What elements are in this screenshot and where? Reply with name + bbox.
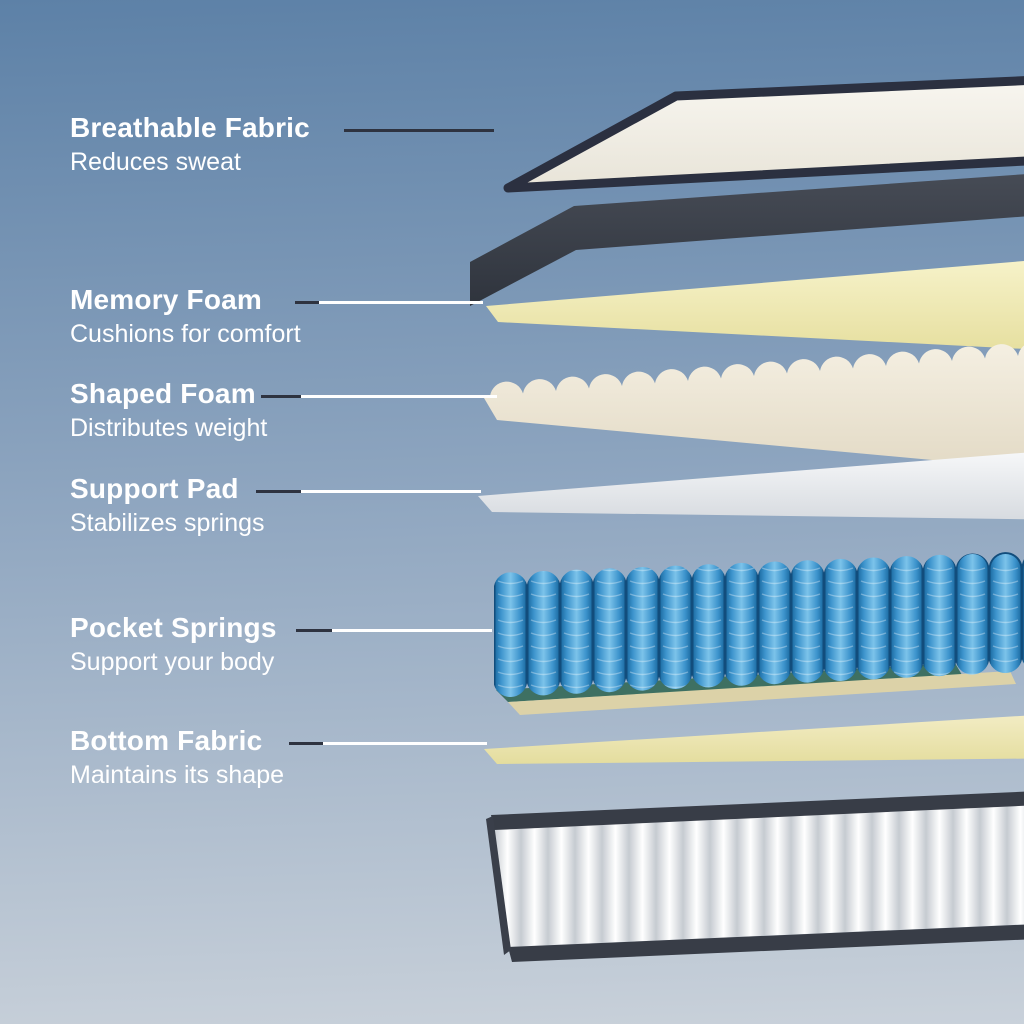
layer-subtitle: Support your body (70, 648, 275, 677)
breathable-fabric-layer (503, 76, 1024, 193)
label-bottom-fabric: Bottom Fabric Maintains its shape (70, 725, 284, 790)
support-pad-shape (478, 452, 1024, 520)
connector-line-breathable-fabric (344, 129, 494, 132)
layer-title: Memory Foam (70, 284, 263, 315)
connector-line-memory-foam (295, 301, 483, 304)
left-corner-edge (486, 816, 511, 955)
bottom-trim-band (508, 924, 1024, 962)
bottom-fabric-shape (484, 715, 1024, 764)
label-shaped-foam: Shaped Foam Distributes weight (70, 378, 267, 443)
label-support-pad: Support Pad Stabilizes springs (70, 473, 265, 538)
connector-line-shaped-foam (261, 395, 497, 398)
label-pocket-springs: Pocket Springs Support your body (70, 612, 277, 677)
bottom-mattress-layer (486, 791, 1024, 962)
layer-title: Shaped Foam (70, 378, 256, 409)
label-breathable-fabric: Breathable Fabric Reduces sweat (70, 112, 310, 177)
side-band-shape (470, 174, 1024, 306)
pocket-springs-layer (494, 552, 1024, 697)
memory-foam-shape (486, 261, 1024, 349)
spring-base-cream-shape (508, 671, 1016, 715)
connector-line-pocket-springs (296, 629, 492, 632)
layer-subtitle: Reduces sweat (70, 148, 241, 177)
pocket-springs-shape (494, 552, 1024, 697)
quilted-top-surface (503, 76, 1024, 193)
layer-title: Support Pad (70, 473, 239, 504)
layer-subtitle: Cushions for comfort (70, 320, 301, 349)
layer-subtitle: Maintains its shape (70, 761, 285, 790)
connector-line-support-pad (256, 490, 481, 493)
mattress-side-band (470, 174, 1024, 306)
support-pad-layer (478, 452, 1024, 520)
top-trim-band (491, 791, 1024, 830)
layer-subtitle: Distributes weight (70, 414, 268, 443)
shaped-foam-shape (484, 344, 1024, 469)
layer-title: Bottom Fabric (70, 725, 263, 756)
memory-foam-layer (486, 261, 1024, 349)
bottom-fabric-layer (484, 715, 1024, 764)
ribbed-side-panel (494, 803, 1024, 947)
connector-line-bottom-fabric (289, 742, 487, 745)
layer-subtitle: Stabilizes springs (70, 509, 265, 538)
layer-title: Pocket Springs (70, 612, 277, 643)
label-memory-foam: Memory Foam Cushions for comfort (70, 284, 301, 349)
layer-title: Breathable Fabric (70, 112, 310, 143)
shaped-foam-layer (484, 344, 1024, 469)
